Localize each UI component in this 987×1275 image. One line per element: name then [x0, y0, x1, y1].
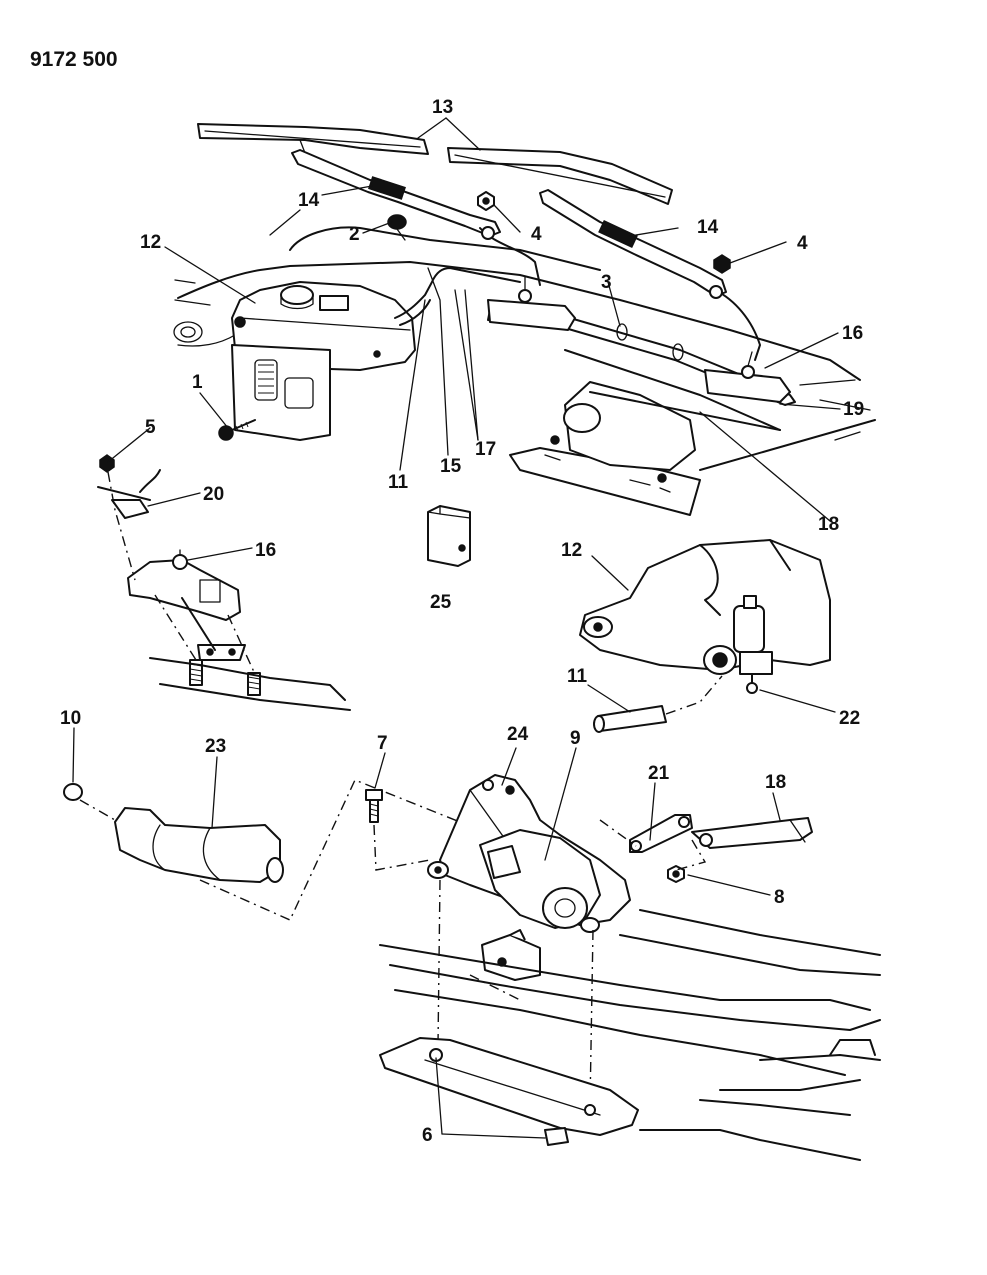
callout-6: 6: [422, 1125, 433, 1146]
callout-14-right: 14: [697, 217, 719, 238]
wiper-blade-left: [197, 123, 429, 155]
screw-10: [63, 783, 83, 801]
callout-4-left: 4: [531, 224, 542, 245]
wiper-blade-right: [447, 147, 673, 205]
hose-11-top: [394, 267, 521, 319]
callout-18-top: 18: [818, 514, 839, 535]
callout-15: 15: [440, 456, 462, 477]
callout-12-right: 12: [561, 540, 582, 561]
callout-12-top: 12: [140, 232, 161, 253]
callout-11-right: 11: [567, 666, 588, 687]
callout-20: 20: [203, 484, 224, 505]
callout-10: 10: [60, 708, 81, 729]
pivot-left: [487, 275, 576, 331]
pump-22: [703, 595, 773, 694]
bolt-1: [218, 419, 256, 441]
bracket-plate: [231, 344, 331, 441]
wiper-arm-left: [291, 149, 541, 286]
wiper-arm-right: [539, 189, 761, 361]
bracket-small: [481, 929, 541, 981]
callout-22: 22: [839, 708, 860, 729]
nut-4-left: [477, 191, 495, 211]
leader-lines: [72, 117, 841, 1139]
callout-19: 19: [843, 399, 864, 420]
clip-6: [544, 1127, 569, 1146]
link-18-detail: [691, 817, 813, 849]
callout-11-top: 11: [388, 472, 409, 493]
callout-7: 7: [377, 733, 388, 754]
callout-16-top: 16: [842, 323, 863, 344]
relay-25: [427, 505, 471, 567]
floor-crossmember: [379, 1037, 861, 1161]
motor-area-top: [509, 349, 876, 516]
callout-1: 1: [192, 372, 203, 393]
callout-14-left: 14: [298, 190, 320, 211]
hose-20: [97, 469, 161, 519]
callout-8: 8: [774, 887, 785, 908]
callout-24: 24: [507, 724, 529, 745]
callout-21: 21: [648, 763, 670, 784]
pivot-16: [704, 351, 791, 403]
nut-8: [667, 865, 685, 883]
nut-5: [99, 454, 115, 473]
reservoir-12-detail: [579, 539, 831, 671]
callout-18-right: 18: [765, 772, 786, 793]
nut-4-right: [713, 254, 731, 274]
callout-4-right: 4: [797, 233, 808, 254]
motor-shield-23: [114, 807, 284, 883]
callout-25: 25: [430, 592, 452, 613]
body-floor-bottom: [379, 909, 881, 1091]
cowl-panel-outline: [177, 261, 861, 381]
callout-3: 3: [601, 272, 612, 293]
studs-detail: [189, 659, 261, 696]
hose-11-detail: [593, 705, 667, 733]
callout-2: 2: [349, 224, 360, 245]
cap-2: [387, 214, 407, 241]
bolt-7: [365, 789, 383, 823]
callout-13: 13: [432, 97, 453, 118]
callout-16-left: 16: [255, 540, 276, 561]
callout-9: 9: [570, 728, 581, 749]
wiper-motor-9: [479, 829, 601, 933]
diagram-reference-number: 9172 500: [30, 48, 118, 71]
callout-5: 5: [145, 417, 156, 438]
pivot-16-detail: [127, 549, 246, 661]
callout-23: 23: [205, 736, 226, 757]
crank-arm-21: [629, 814, 693, 853]
callout-17: 17: [475, 439, 496, 460]
